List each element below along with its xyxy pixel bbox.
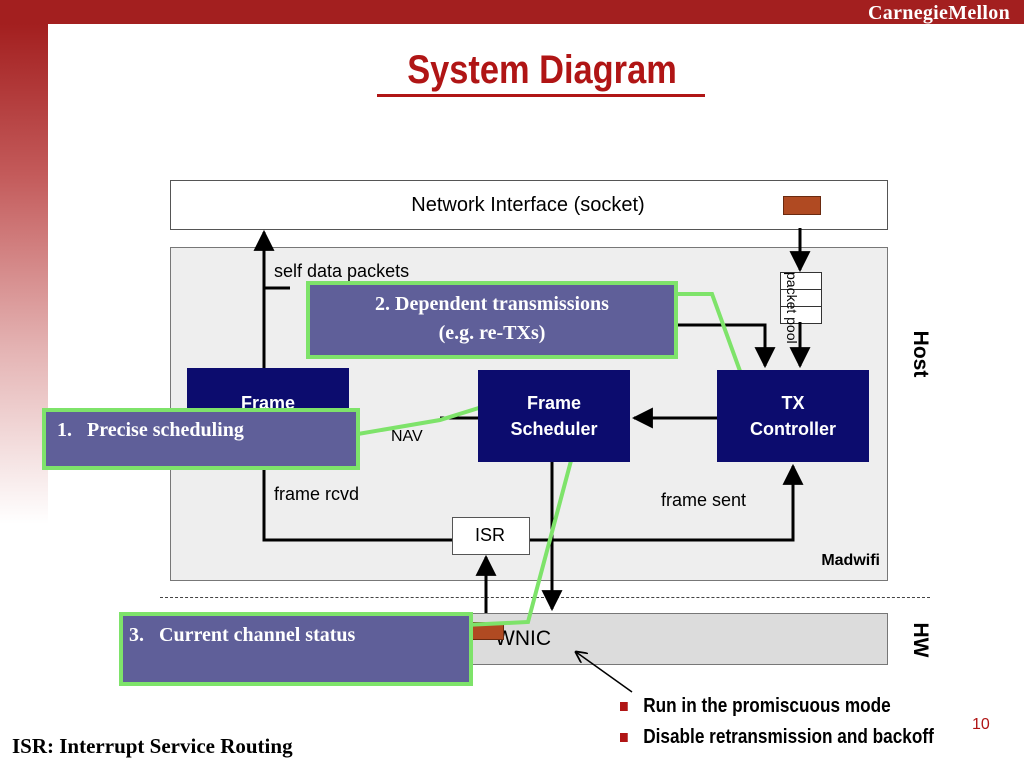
bullet-item: Run in the promiscuous mode <box>620 695 891 718</box>
packet-pool-queue <box>780 272 822 324</box>
frame-scheduler-label: Frame Scheduler <box>478 390 630 442</box>
frame-sent-path <box>528 463 804 542</box>
bullet-square-icon <box>620 733 628 743</box>
frame-sent-label: frame sent <box>661 490 747 510</box>
bullet-text: Disable retransmission and backoff <box>643 726 934 748</box>
callout-precise-scheduling <box>42 408 360 470</box>
callout-3-pointer <box>464 441 578 627</box>
isr-label: ISR <box>474 525 505 545</box>
self-data-packets-label: self data packets <box>274 261 410 281</box>
callout-precise-scheduling-text: 1. Precise scheduling <box>57 419 244 441</box>
wnic-label: WNIC <box>495 627 551 650</box>
slide-title: System Diagram <box>407 48 677 92</box>
frame-scheduler-block <box>478 370 630 462</box>
callout-2-line2: (e.g. re-TXs) <box>438 322 546 344</box>
title-underline <box>377 94 705 97</box>
frame-scheduler-line1: Frame <box>526 393 582 413</box>
bullet-text: Run in the promiscuous mode <box>643 695 891 717</box>
bullet-item: Disable retransmission and backoff <box>620 726 934 749</box>
left-gradient-decoration <box>0 24 48 524</box>
frame-rcvd-label: frame rcvd <box>274 484 360 504</box>
nav-label: NAV <box>391 428 423 445</box>
callout-2-pointer <box>670 292 746 383</box>
callout-2-line1: 2. Dependent transmissions <box>375 293 609 315</box>
tx-controller-line2: Controller <box>749 419 836 439</box>
bullet-square-icon <box>620 702 628 712</box>
wnic-pointer <box>576 652 633 693</box>
packet-marker <box>783 196 821 215</box>
top-banner <box>0 0 1024 24</box>
callout-dependent-transmissions-text: 2. Dependent transmissions (e.g. re-TXs) <box>306 290 678 348</box>
tx-controller-label: TX Controller <box>717 390 869 442</box>
tx-controller-block <box>717 370 869 462</box>
callout-current-channel-status-text: 3. Current channel status <box>129 624 356 646</box>
network-interface-box <box>170 180 888 230</box>
frame-scheduler-line2: Scheduler <box>510 419 598 439</box>
footer-note: ISR: Interrupt Service Routing <box>12 734 293 758</box>
isr-block <box>452 517 530 555</box>
callout-dependent-transmissions <box>306 281 678 359</box>
carnegie-mellon-logo: CarnegieMellon <box>868 2 1010 24</box>
callout-current-channel-status <box>119 612 473 686</box>
madwifi-label: Madwifi <box>821 552 880 569</box>
frame-rcvd-path <box>253 229 452 542</box>
network-interface-label: Network Interface (socket) <box>411 194 645 216</box>
tx-controller-line1: TX <box>781 393 805 413</box>
dependent-tx-path <box>670 323 776 369</box>
page-number: 10 <box>972 716 990 733</box>
